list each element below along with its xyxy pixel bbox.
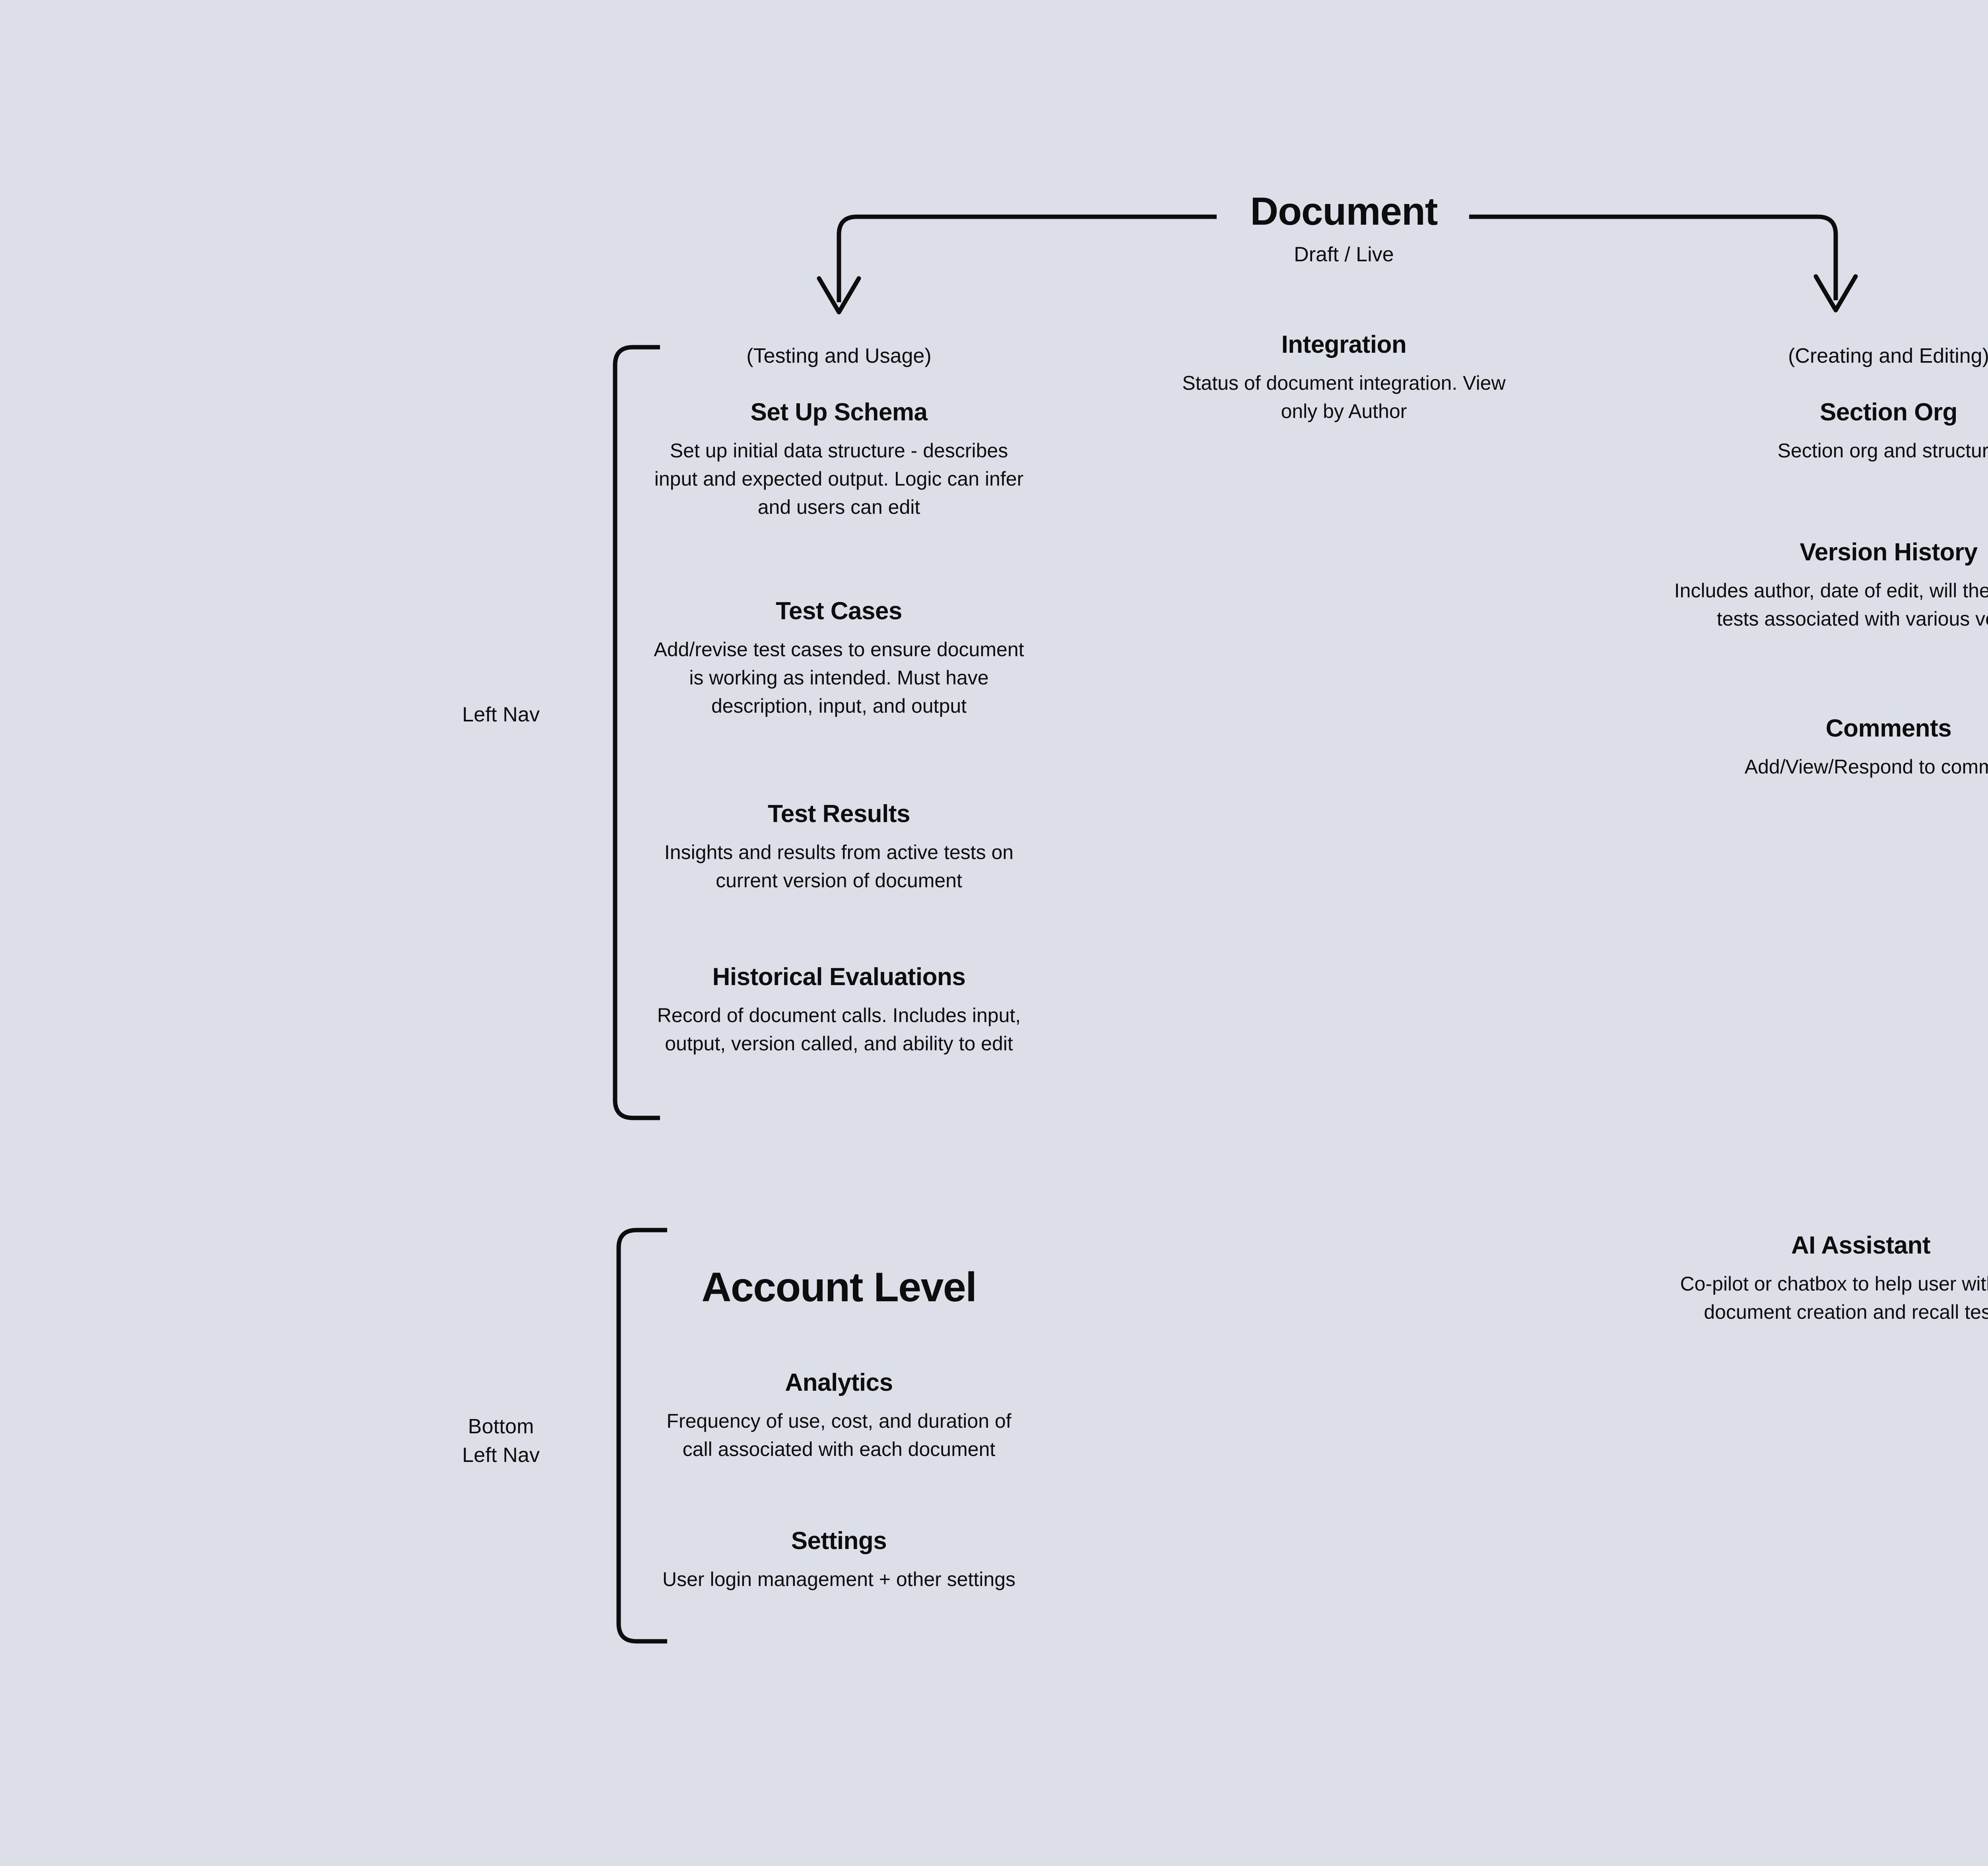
arrowhead-right <box>1813 274 1858 313</box>
item-description: Record of document calls. Includes input… <box>657 1004 1021 1055</box>
item-title: Test Results <box>767 800 911 828</box>
item-description: Includes author, date of edit, will ther… <box>1674 579 1988 630</box>
item-description: Add/revise test cases to ensure document… <box>654 638 1024 717</box>
left-column-kicker: (Testing and Usage) <box>746 344 932 367</box>
item-title: Set Up Schema <box>750 398 928 426</box>
account-item-analytics: Analytics Frequency of use, cost, and du… <box>652 1368 1026 1464</box>
item-description: User login management + other settings <box>662 1568 1015 1591</box>
left-item-test-cases: Test Cases Add/revise test cases to ensu… <box>652 597 1026 720</box>
root-subtitle: Draft / Live <box>1294 243 1394 266</box>
item-title: Historical Evaluations <box>712 963 966 991</box>
bracket-label-left-nav: Left Nav <box>462 703 540 726</box>
right-item-section-org: Section Org Section org and structure <box>1670 398 1988 465</box>
right-item-comments: Comments Add/View/Respond to comments <box>1670 714 1988 781</box>
bracket-label-line-1: Bottom <box>468 1415 534 1438</box>
account-item-settings: Settings User login management + other s… <box>652 1526 1026 1594</box>
arrow-root-to-left <box>837 214 1217 302</box>
item-title: Settings <box>791 1527 887 1555</box>
item-title: Comments <box>1825 715 1952 742</box>
account-level-heading: Account Level <box>652 1265 1026 1310</box>
arrowhead-left <box>817 276 861 315</box>
item-description: Insights and results from active tests o… <box>664 841 1014 892</box>
item-title: Analytics <box>785 1369 893 1396</box>
root-node: Document Draft / Live <box>1177 191 1511 268</box>
right-column-kicker: (Creating and Editing) <box>1788 344 1988 367</box>
item-description: Section org and structure <box>1777 439 1988 462</box>
item-title: AI Assistant <box>1791 1232 1931 1259</box>
middle-item-integration: Integration Status of document integrati… <box>1169 330 1519 426</box>
item-description: Status of document integration. View onl… <box>1182 372 1506 423</box>
assistant-item-ai-assistant: AI Assistant Co-pilot or chatbox to help… <box>1662 1231 1988 1326</box>
item-description: Set up initial data structure - describe… <box>654 439 1024 519</box>
bracket-label-bottom-left-nav: Bottom Left Nav <box>414 1413 588 1470</box>
left-item-historical-evaluations: Historical Evaluations Record of documen… <box>644 962 1034 1058</box>
item-description: Add/View/Respond to comments <box>1744 756 1988 778</box>
page-title: Document <box>1250 189 1438 233</box>
bracket-label-line-2: Left Nav <box>462 1443 540 1467</box>
section-title: Account Level <box>701 1264 977 1310</box>
item-description: Co-pilot or chatbox to help user with bo… <box>1680 1273 1988 1324</box>
left-item-set-up-schema: Set Up Schema Set up initial data struct… <box>652 398 1026 521</box>
item-description: Frequency of use, cost, and duration of … <box>666 1410 1011 1461</box>
arrow-root-to-right <box>1469 214 1838 300</box>
right-item-version-history: Version History Includes author, date of… <box>1670 538 1988 633</box>
item-title: Integration <box>1281 331 1407 358</box>
left-item-test-results: Test Results Insights and results from a… <box>652 799 1026 895</box>
item-title: Test Cases <box>776 597 902 625</box>
item-title: Section Org <box>1820 398 1957 426</box>
item-title: Version History <box>1800 538 1978 566</box>
